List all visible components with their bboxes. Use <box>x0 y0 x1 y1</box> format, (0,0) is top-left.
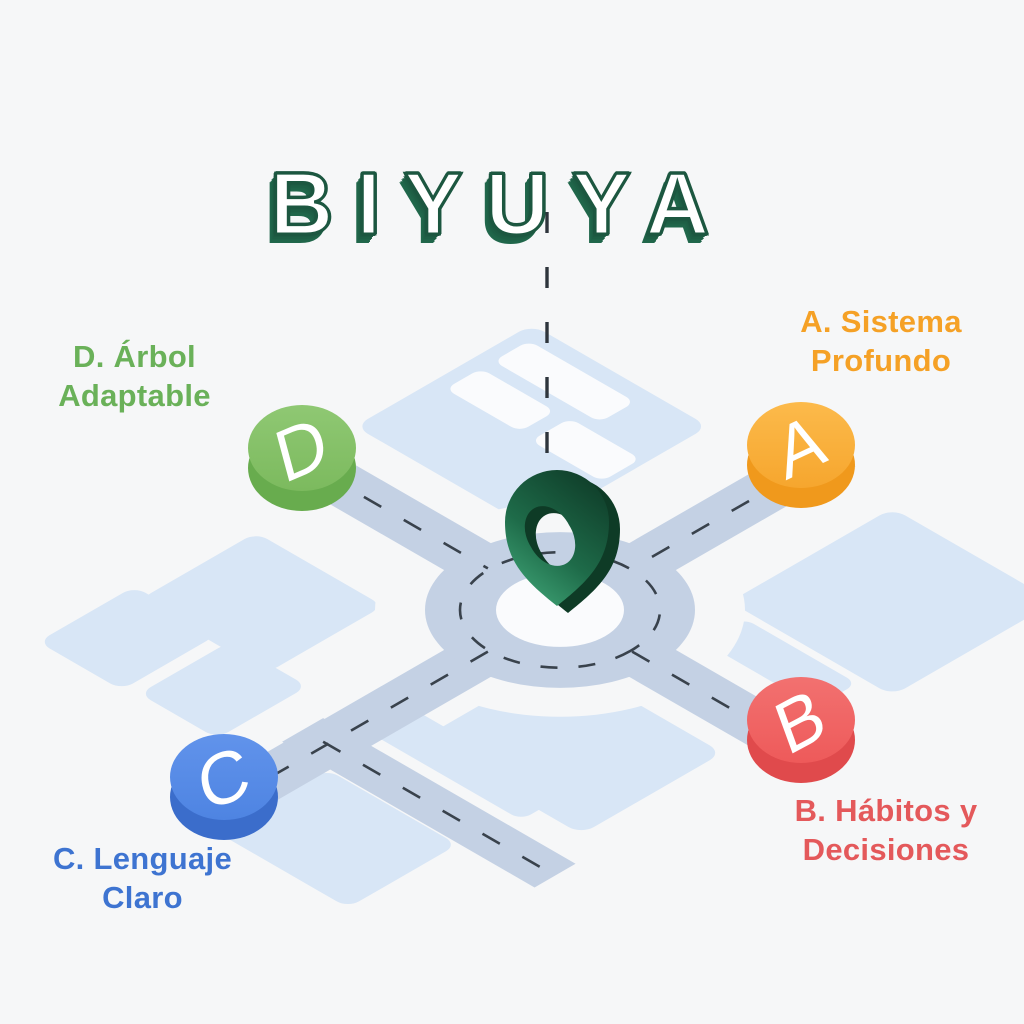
label-node-b-line1: B. Hábitos y <box>794 793 978 828</box>
node-disk-b: B <box>747 673 855 783</box>
disk-top <box>248 405 356 491</box>
lane-dash-a <box>632 455 829 568</box>
building-block <box>535 421 636 479</box>
label-node-c: C. Lenguaje Claro <box>20 839 265 918</box>
roundabout-dashed-circle <box>419 528 702 691</box>
city-block <box>145 645 301 735</box>
city-block <box>362 328 702 525</box>
label-node-a-line2: Profundo <box>810 343 952 379</box>
label-node-a-line1: A. Sistema <box>800 304 962 339</box>
city-block <box>223 772 451 905</box>
disk-top <box>747 402 855 488</box>
city-buildings <box>450 343 636 479</box>
label-node-c-line2: Claro <box>102 880 183 916</box>
city-block <box>371 709 558 817</box>
node-disk-a: A <box>747 398 855 508</box>
disk-top <box>747 677 855 763</box>
location-pin-icon <box>505 470 620 613</box>
building-block <box>450 371 551 429</box>
lane-dash-d <box>284 451 488 569</box>
label-node-d-line1: D. Árbol <box>73 339 196 374</box>
label-node-c-line1: C. Lenguaje <box>53 841 232 876</box>
city-block <box>44 590 212 687</box>
city-block <box>737 512 1024 692</box>
label-node-d-line2: Adaptable <box>58 378 211 414</box>
disk-top <box>170 734 278 820</box>
label-node-b-line2: Decisiones <box>802 832 970 868</box>
node-disk-d: D <box>248 401 356 511</box>
lane-dash-c <box>243 652 488 793</box>
road-south-branch <box>282 718 576 888</box>
page-title: BIYUYA <box>268 152 733 254</box>
location-pin-top <box>505 470 609 606</box>
label-node-b: B. Hábitos y Decisiones <box>736 791 1024 870</box>
label-node-a: A. Sistema Profundo <box>736 302 1024 381</box>
building-block <box>498 343 630 420</box>
node-disk-c: C <box>170 731 278 840</box>
label-node-d: D. Árbol Adaptable <box>12 337 257 416</box>
